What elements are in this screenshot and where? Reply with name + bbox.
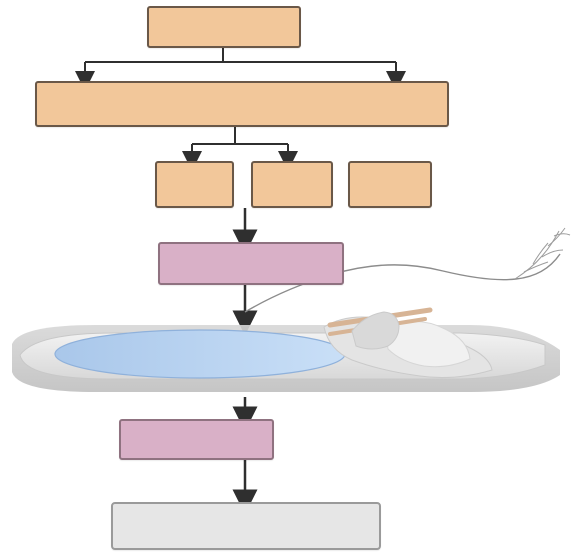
bottom-gray-box xyxy=(111,502,381,550)
second-process-box xyxy=(35,81,449,127)
third-left-box xyxy=(155,161,234,208)
top-process-box xyxy=(147,6,301,48)
third-right-box xyxy=(348,161,432,208)
middle-purple-box xyxy=(158,242,344,285)
middle-branch-connectors xyxy=(182,127,298,171)
patient-procedure-illustration xyxy=(12,227,571,392)
lower-purple-box xyxy=(119,419,274,460)
third-center-box xyxy=(251,161,333,208)
top-branch-connectors xyxy=(75,48,406,91)
